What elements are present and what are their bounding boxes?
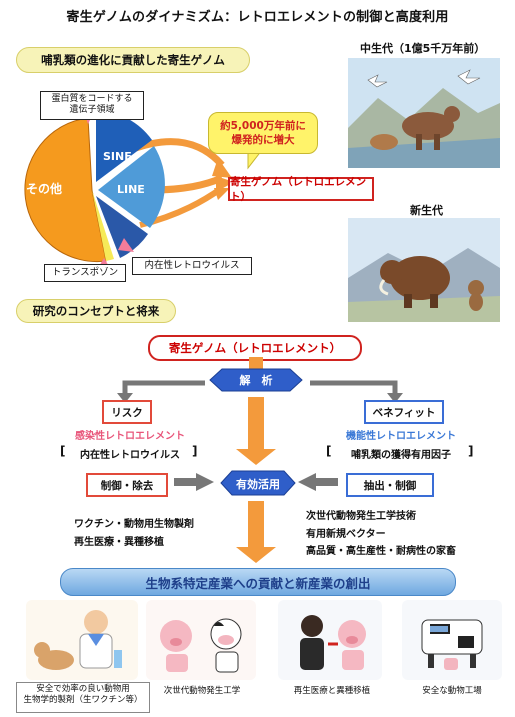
section2-heading: 研究のコンセプトと将来 xyxy=(16,299,176,323)
risk-item: 内在性レトロウイルス xyxy=(80,450,180,461)
animal-development-illustration xyxy=(146,600,256,680)
parasitic-genome-box: 寄生ゲノム（レトロエレメント） xyxy=(228,176,374,203)
effective-use-label: 有効活用 xyxy=(236,478,280,491)
pie-slice-sine xyxy=(96,110,152,182)
caption-vaccine: 安全で効率の良い動物用 生物学的製剤（生ワクチン等） xyxy=(16,682,150,713)
page-title: 寄生ゲノムのダイナミズム：レトロエレメントの制御と高度利用 xyxy=(66,10,449,25)
pie-label-line: LINE xyxy=(117,183,145,196)
analysis-hexagon xyxy=(209,368,303,392)
caption-animal-development: 次世代動物発生工学 xyxy=(163,686,241,696)
risk-bracket-left: [ xyxy=(60,444,66,458)
callout-endogenous-retrovirus: 内在性レトロウイルス xyxy=(132,257,252,275)
risk-bracket-right: ] xyxy=(192,444,198,458)
right-list-item: 次世代動物発生工学技術 xyxy=(306,511,416,522)
left-list-item: ワクチン・動物用生物製剤 xyxy=(74,519,194,530)
pie-label-sine: SINE xyxy=(103,150,132,163)
genome-pie-diagram xyxy=(24,110,264,268)
pie-slice-erv xyxy=(96,196,148,258)
risk-box: リスク xyxy=(102,400,152,424)
right-list-item: 高品質・高生産性・耐病性の家畜 xyxy=(306,546,456,557)
vaccine-illustration xyxy=(26,600,138,680)
cenozoic-illustration xyxy=(348,218,500,322)
benefit-bracket-right: ] xyxy=(468,444,474,458)
regenerative-medicine-illustration xyxy=(278,600,382,680)
pointer-erv xyxy=(118,238,134,252)
mesozoic-illustration xyxy=(348,58,500,168)
right-application-list: 次世代動物発生工学技術 有用新規ベクター 高品質・高生産性・耐病性の家畜 xyxy=(306,508,456,561)
effective-use-hexagon xyxy=(220,470,296,496)
left-list-item: 再生医療・異種移植 xyxy=(74,536,164,548)
animal-factory-illustration xyxy=(402,600,502,680)
callout-transposon: トランスポゾン xyxy=(44,264,126,282)
benefit-bracket-left: [ xyxy=(326,444,332,458)
extraction-control-box: 抽出・制御 xyxy=(346,473,434,497)
pie-slice-other xyxy=(24,117,107,263)
callout-protein-coding: 蛋白質をコードする 遺伝子領域 xyxy=(40,91,144,120)
section1-heading: 哺乳類の進化に貢献した寄生ゲノム xyxy=(16,47,250,73)
analysis-label: 解 析 xyxy=(239,374,273,387)
benefit-subtitle: 機能性レトロエレメント xyxy=(346,431,456,442)
bubble-50m-years: 約5,000万年前に 爆発的に増大 xyxy=(208,112,318,154)
caption-animal-factory: 安全な動物工場 xyxy=(422,686,482,696)
right-list-item: 有用新規ベクター xyxy=(306,528,386,540)
benefit-box: ベネフィット xyxy=(364,400,444,424)
pie-label-other: その他 xyxy=(26,182,63,196)
left-application-list: ワクチン・動物用生物製剤 再生医療・異種移植 xyxy=(74,516,194,551)
caption-regenerative-medicine: 再生医療と異種移植 xyxy=(293,686,371,696)
control-removal-box: 制御・除去 xyxy=(86,473,168,497)
concept-center-title: 寄生ゲノム（レトロエレメント） xyxy=(148,335,362,361)
cenozoic-label: 新生代 xyxy=(410,204,443,217)
industry-banner: 生物系特定産業への貢献と新産業の創出 xyxy=(60,568,456,596)
arrowhead-3 xyxy=(214,188,230,200)
risk-subtitle: 感染性レトロエレメント xyxy=(75,431,185,442)
benefit-item: 哺乳類の獲得有用因子 xyxy=(351,450,451,461)
pie-slice-line xyxy=(98,146,165,228)
mesozoic-label: 中生代（1億5千万年前） xyxy=(360,42,486,55)
pie-slice-transposon xyxy=(92,190,114,261)
arrowhead-1 xyxy=(212,158,232,178)
